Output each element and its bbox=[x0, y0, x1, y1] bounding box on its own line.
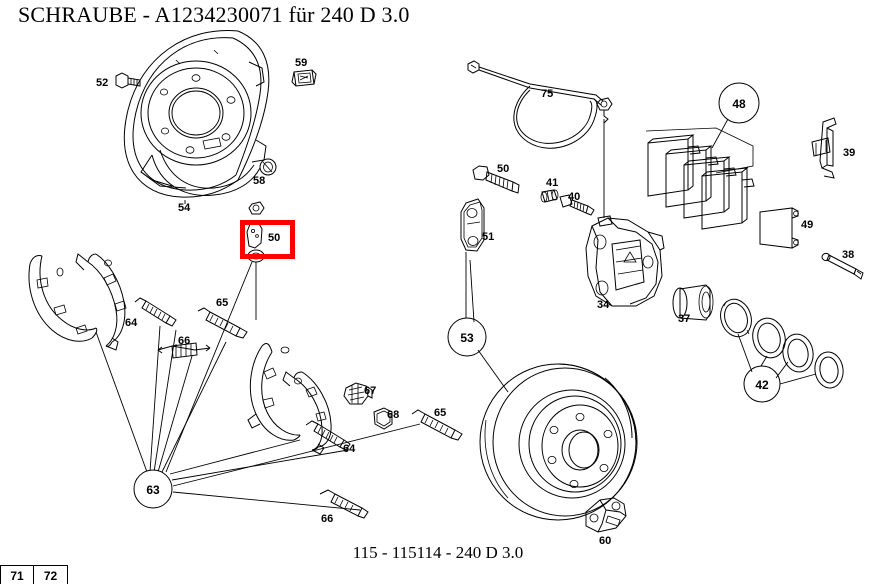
label-66-center: 66 bbox=[321, 513, 333, 525]
part-brake-shoe-upper-left bbox=[28, 255, 98, 342]
part-spring-64-left: 64 bbox=[125, 297, 177, 329]
part-brake-pad-set-48: 48 bbox=[645, 82, 760, 230]
label-65-center: 65 bbox=[434, 407, 446, 419]
label-54: 54 bbox=[178, 202, 191, 214]
label-68: 68 bbox=[387, 409, 399, 421]
part-brake-shoe-lower-left bbox=[75, 253, 127, 351]
label-50: 50 bbox=[497, 163, 509, 175]
label-34: 34 bbox=[597, 299, 610, 311]
part-spring-64-center: 64 bbox=[305, 420, 356, 455]
part-grommet-58: 58 bbox=[253, 158, 277, 187]
part-spring-65-center: 65 bbox=[411, 407, 463, 441]
part-retaining-spring-39: 39 bbox=[811, 117, 855, 179]
part-retaining-clip-59: 59 bbox=[291, 57, 317, 87]
label-64-left: 64 bbox=[125, 317, 138, 329]
label-66-left: 66 bbox=[178, 335, 190, 347]
label-52: 52 bbox=[96, 77, 108, 89]
callout-48: 48 bbox=[732, 97, 746, 111]
tab-bar: 71 72 bbox=[0, 565, 68, 584]
part-brake-backing-plate-54: 54 bbox=[123, 29, 270, 214]
part-guide-bolt-50: 50 bbox=[472, 163, 520, 194]
label-65-left: 65 bbox=[216, 297, 228, 309]
page-title: SCHRAUBE - A1234230071 für 240 D 3.0 bbox=[18, 2, 410, 27]
tab-71[interactable]: 71 bbox=[0, 566, 34, 584]
callout-42: 42 bbox=[755, 378, 769, 392]
part-brake-caliper-34: 34 bbox=[585, 215, 665, 311]
callout-53: 53 bbox=[460, 331, 474, 345]
label-58: 58 bbox=[253, 175, 265, 187]
part-anti-squeal-shim-49: 49 bbox=[759, 207, 813, 249]
part-spring-65-left: 65 bbox=[197, 297, 248, 339]
part-bushing-41: 41 bbox=[540, 177, 559, 203]
tab-72[interactable]: 72 bbox=[34, 566, 68, 584]
part-seal-ring-set-42: 42 bbox=[720, 298, 844, 403]
highlight-box-selected-part[interactable] bbox=[240, 220, 295, 259]
part-hex-bolt-52: 52 bbox=[96, 72, 141, 89]
part-guide-pin-38: 38 bbox=[821, 249, 864, 280]
label-51: 51 bbox=[482, 231, 494, 243]
part-caliper-piston-37: 37 bbox=[672, 284, 714, 325]
label-64-center: 64 bbox=[343, 443, 356, 455]
label-60: 60 bbox=[599, 535, 611, 547]
part-disc-clamp-60: 60 bbox=[585, 497, 627, 547]
part-brake-hose-75: 75 bbox=[467, 60, 613, 218]
label-39: 39 bbox=[843, 147, 855, 159]
part-brake-shoe-upper-center bbox=[247, 343, 301, 441]
label-38: 38 bbox=[842, 249, 854, 261]
label-59: 59 bbox=[295, 57, 307, 69]
label-37: 37 bbox=[678, 313, 690, 325]
footer-caption: 115 - 115114 - 240 D 3.0 bbox=[352, 543, 524, 562]
label-67: 67 bbox=[364, 385, 376, 397]
part-brake-disc-53: 53 bbox=[447, 259, 638, 521]
part-brake-shoe-lower-center bbox=[282, 371, 332, 455]
part-spring-66-center: 66 bbox=[319, 489, 369, 525]
callout-group-63: 63 bbox=[95, 261, 421, 511]
label-41: 41 bbox=[546, 177, 558, 189]
part-bleeder-screw-40: 40 bbox=[559, 191, 595, 216]
part-mounting-bracket-51: 51 bbox=[460, 198, 494, 322]
label-49: 49 bbox=[801, 219, 813, 231]
label-50-highlighted: 50 bbox=[268, 232, 280, 244]
part-adjuster-67: 67 bbox=[343, 382, 376, 405]
callout-63: 63 bbox=[146, 483, 160, 497]
label-75: 75 bbox=[541, 88, 553, 100]
label-40: 40 bbox=[568, 191, 580, 203]
part-spring-cup-68: 68 bbox=[373, 407, 399, 430]
part-spring-66-left: 66 bbox=[157, 335, 211, 359]
